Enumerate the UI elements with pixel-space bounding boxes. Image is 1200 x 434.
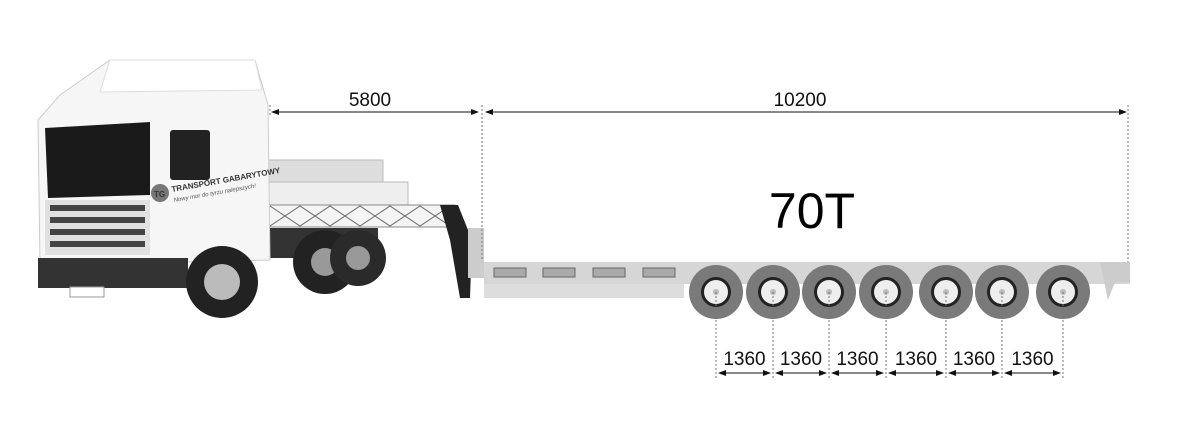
axle-spacing-label: 1360 xyxy=(836,349,878,370)
tractor-length-label: 5800 xyxy=(349,90,391,111)
logo-emblem xyxy=(151,184,169,202)
axle-spacing-label: 1360 xyxy=(953,349,995,370)
axle-spacing-dimensions: 1360 1360 1360 1360 1360 1360 xyxy=(715,292,1064,378)
tractor-unit: TG TRANSPORT GABARYTOWY Nowy mor do tyrz… xyxy=(37,59,472,318)
tractor-wheel xyxy=(330,230,386,286)
capacity-label: 70T xyxy=(769,183,855,239)
axle-spacing-label: 1360 xyxy=(1011,349,1053,370)
tractor-wheel xyxy=(186,246,258,318)
axle-spacing-label: 1360 xyxy=(723,349,765,370)
extension-lines xyxy=(269,105,1129,262)
trailer-length-label: 10200 xyxy=(774,90,827,111)
axle-spacing-label: 1360 xyxy=(895,349,937,370)
logo-initials: TG xyxy=(154,190,165,199)
axle-spacing-label: 1360 xyxy=(780,349,822,370)
